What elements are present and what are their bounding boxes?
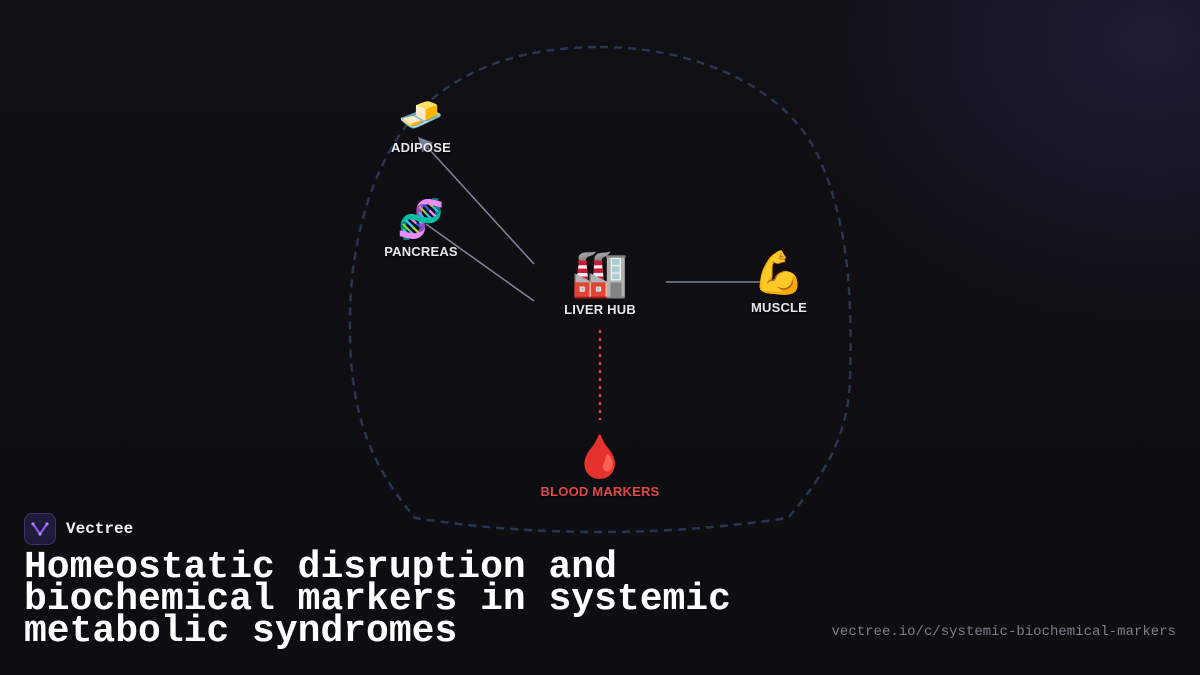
system-boundary <box>348 45 852 534</box>
node-label-adipose: ADIPOSE <box>391 140 451 155</box>
node-liver-hub[interactable]: 🏭 LIVER HUB <box>520 250 680 317</box>
source-url[interactable]: vectree.io/c/systemic-biochemical-marker… <box>831 624 1176 640</box>
edge-liver-pancreas <box>425 223 535 302</box>
butter-icon: 🧈 <box>398 95 444 136</box>
factory-icon: 🏭 <box>571 246 629 300</box>
edge-liver-adipose <box>418 136 535 265</box>
node-muscle[interactable]: 💪 MUSCLE <box>699 248 859 316</box>
blood-drop-icon: 🩸 <box>573 432 627 481</box>
brand[interactable]: Vectree <box>24 512 133 546</box>
node-label-blood-markers: BLOOD MARKERS <box>540 484 660 499</box>
node-label-pancreas: PANCREAS <box>384 244 458 259</box>
page-title: Homeostatic disruption and biochemical m… <box>24 546 731 653</box>
node-label-liver-hub: LIVER HUB <box>564 302 636 317</box>
vectree-logo-icon <box>24 513 56 545</box>
node-adipose[interactable]: 🧈 ADIPOSE <box>341 95 501 156</box>
brand-name: Vectree <box>66 520 134 538</box>
node-label-muscle: MUSCLE <box>750 300 808 315</box>
node-pancreas[interactable]: 🧬 PANCREAS <box>341 200 501 259</box>
flexed-biceps-icon: 💪 <box>752 248 806 297</box>
dna-icon: 🧬 <box>397 197 445 241</box>
node-blood-markers[interactable]: 🩸 BLOOD MARKERS <box>520 432 680 500</box>
